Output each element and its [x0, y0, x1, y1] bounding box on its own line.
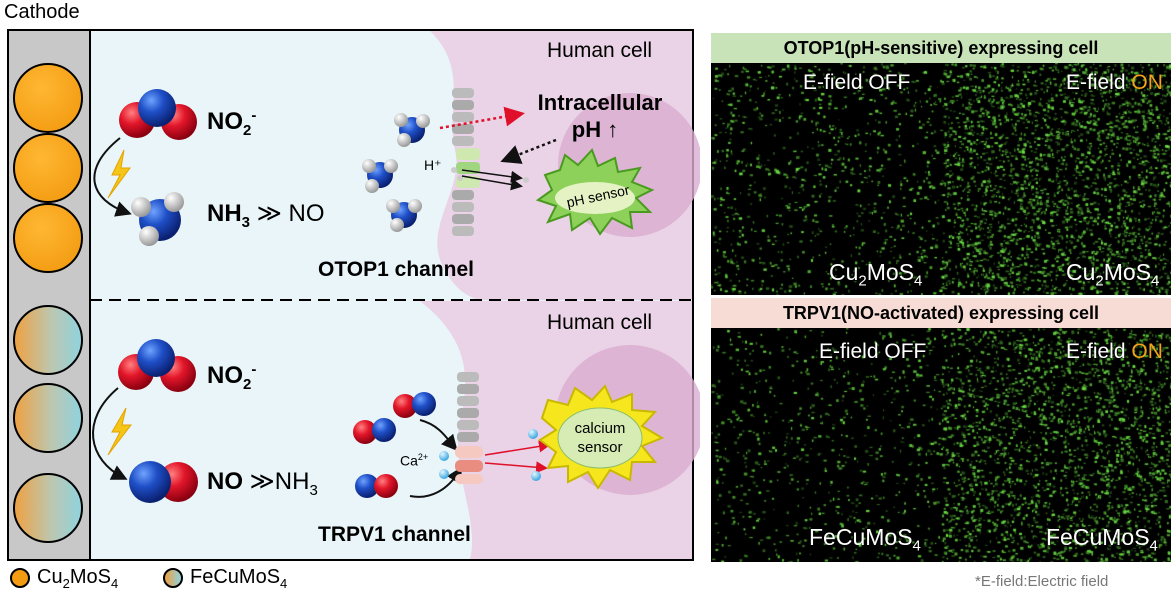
cu2mos4-particle — [13, 133, 83, 203]
product-line-top: NH3 ≫ NO — [207, 200, 325, 231]
trpv1-channel-shape — [455, 372, 483, 484]
nh3-small — [386, 199, 422, 232]
product-line-bottom: NO ≫NH3 — [207, 468, 318, 499]
no2-molecule — [118, 339, 196, 392]
no2-molecule — [119, 89, 197, 140]
efield-off-label: E-field OFF — [803, 71, 911, 94]
cathode-label: Cathode — [4, 1, 80, 23]
efield-on-label: E-field ON — [1066, 340, 1163, 363]
efield-off-label: E-field OFF — [819, 340, 927, 363]
no-molecule — [129, 461, 198, 503]
reduction-arrow — [93, 137, 132, 217]
reduction-arrow — [92, 387, 128, 480]
legend-fecumos4-label: FeCuMoS4 — [190, 566, 288, 591]
legend-cu2mos4-label: Cu2MoS4 — [37, 566, 119, 591]
cu2mos4-particle — [13, 203, 83, 273]
material-label: FeCuMoS4 — [1046, 524, 1158, 555]
trpv1-micrograph: E-field OFF E-field ON FeCuMoS4 FeCuMoS4 — [711, 328, 1171, 562]
efield-on-label: E-field ON — [1066, 71, 1163, 94]
human-cell-label-bottom: Human cell — [547, 311, 653, 334]
otop1-channel-label: OTOP1 channel — [318, 258, 474, 281]
no2-label-top: NO2- — [207, 107, 257, 139]
otop1-header: OTOP1(pH-sensitive) expressing cell — [711, 33, 1171, 63]
material-label: FeCuMoS4 — [809, 524, 921, 555]
lightning-icon — [107, 149, 131, 199]
fecumos4-particle — [13, 383, 83, 453]
nh3-small — [394, 113, 430, 147]
h-plus-label: H⁺ — [424, 157, 442, 173]
legend-fecumos4-swatch — [163, 568, 183, 588]
no-small — [355, 474, 398, 498]
otop1-channel-shape — [452, 88, 480, 236]
trpv1-header: TRPV1(NO-activated) expressing cell — [711, 298, 1171, 328]
cu2mos4-particle — [13, 63, 83, 133]
ph-up-label: pH ↑ — [571, 117, 619, 142]
nh3-molecule — [131, 192, 184, 246]
material-label: Cu2MoS4 — [829, 259, 923, 290]
fluorescence-image — [711, 63, 1171, 295]
no-small — [353, 418, 396, 444]
lightning-icon — [107, 407, 133, 456]
intracellular-label: Intracellular — [537, 90, 663, 115]
trpv1-channel-label: TRPV1 channel — [318, 523, 471, 546]
legend-cu2mos4-swatch — [10, 568, 30, 588]
calcium-sensor-label-2: sensor — [577, 439, 623, 456]
fluorescence-image — [711, 328, 1171, 562]
footnote: *E-field:Electric field — [975, 573, 1109, 590]
fecumos4-particle — [13, 305, 83, 375]
calcium-sensor-label-1: calcium — [574, 420, 626, 437]
no-small — [393, 392, 436, 418]
fecumos4-particle — [13, 473, 83, 543]
human-cell-label-top: Human cell — [547, 39, 653, 62]
material-label: Cu2MoS4 — [1066, 259, 1160, 290]
nh3-small — [362, 159, 398, 193]
otop1-micrograph: E-field OFF E-field ON Cu2MoS4 Cu2MoS4 — [711, 63, 1171, 295]
ca-label: Ca2+ — [400, 452, 429, 469]
no2-label-bottom: NO2- — [207, 361, 257, 393]
mechanism-diagram — [7, 29, 700, 561]
ph-arrow-red — [439, 106, 525, 130]
